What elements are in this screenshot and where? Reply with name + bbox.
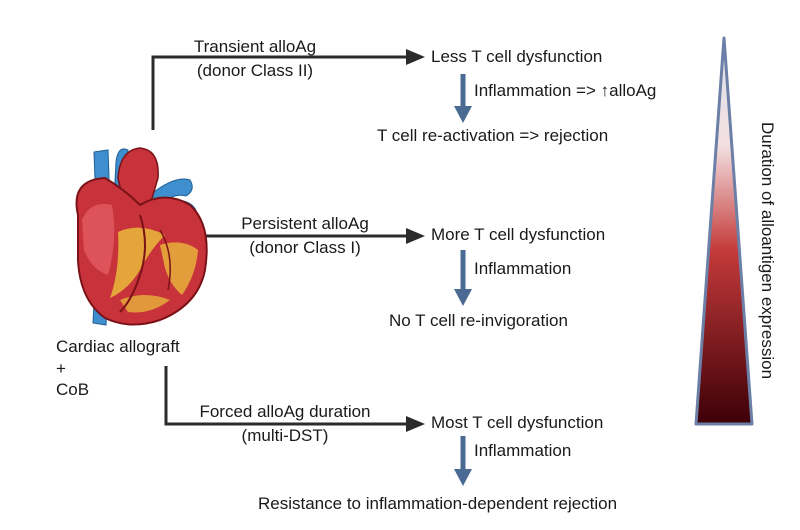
persistent-outcome: More T cell dysfunction <box>431 225 606 244</box>
persistent-arrow-label1: Persistent alloAg <box>241 214 369 233</box>
persistent-down-arrow <box>454 250 472 306</box>
source-label-line1: Cardiac allograft <box>56 337 180 356</box>
persistent-result: No T cell re-invigoration <box>389 311 568 330</box>
forced-process: Inflammation <box>474 441 572 460</box>
forced-arrow-label2: (multi-DST) <box>241 426 329 445</box>
transient-arrowhead <box>406 49 425 65</box>
duration-scale-label: Duration of alloantigen expression <box>758 122 777 380</box>
forced-arrowhead <box>406 416 425 432</box>
forced-connector <box>164 366 408 426</box>
transient-result: T cell re-activation => rejection <box>377 126 609 145</box>
forced-result: Resistance to inflammation-dependent rej… <box>258 494 618 513</box>
transient-down-arrow <box>454 74 472 123</box>
source-label-line2: + <box>56 359 66 378</box>
persistent-process: Inflammation <box>474 259 572 278</box>
duration-gradient-triangle <box>694 36 754 426</box>
transient-arrow-label1: Transient alloAg <box>193 37 317 56</box>
forced-arrow-label1: Forced alloAg duration <box>199 402 371 421</box>
persistent-arrow-label2: (donor Class I) <box>249 238 361 257</box>
forced-outcome: Most T cell dysfunction <box>431 413 604 432</box>
transient-outcome: Less T cell dysfunction <box>431 47 603 66</box>
transient-connector <box>151 55 408 130</box>
transient-arrow-label2: (donor Class II) <box>196 61 314 80</box>
transient-process: Inflammation => ↑alloAg <box>474 81 657 100</box>
persistent-arrowhead <box>406 228 425 244</box>
forced-down-arrow <box>454 436 472 486</box>
source-label-line3: CoB <box>56 380 90 399</box>
